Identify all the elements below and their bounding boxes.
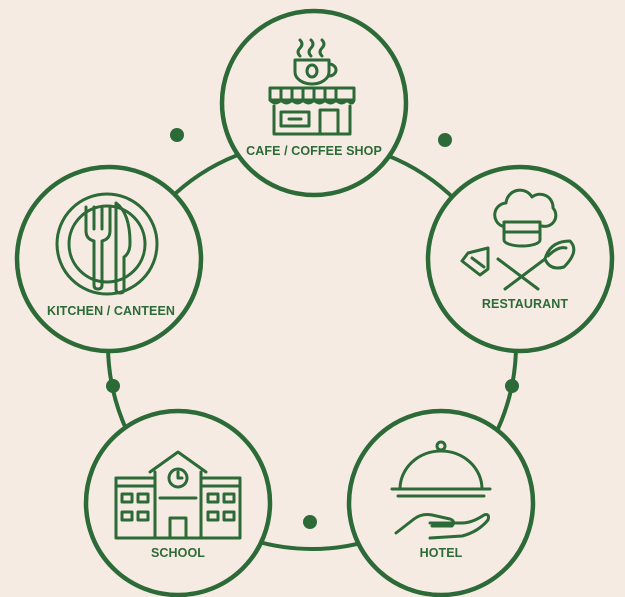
- coffee-shop-icon: [268, 38, 356, 136]
- node-label-restaurant: RESTAURANT: [482, 297, 568, 311]
- node-school: SCHOOL: [83, 408, 273, 597]
- node-restaurant: RESTAURANT: [425, 164, 615, 354]
- plate-fork-knife-icon: [55, 192, 159, 296]
- node-label-hotel: HOTEL: [420, 546, 463, 560]
- connector-dot: [505, 379, 519, 393]
- node-cafe-coffee-shop: CAFE / COFFEE SHOP: [219, 8, 409, 198]
- node-kitchen-canteen: KITCHEN / CANTEEN: [14, 164, 204, 354]
- connector-dot: [106, 379, 120, 393]
- connector-dot: [303, 515, 317, 529]
- connector-dot: [438, 133, 452, 147]
- school-building-icon: [114, 450, 242, 540]
- node-hotel: HOTEL: [346, 408, 536, 597]
- node-label-school: SCHOOL: [151, 546, 205, 560]
- node-label-cafe: CAFE / COFFEE SHOP: [246, 144, 382, 158]
- node-label-kitchen: KITCHEN / CANTEEN: [47, 304, 175, 318]
- connector-dot: [170, 128, 184, 142]
- chef-hat-utensils-icon: [460, 188, 576, 291]
- cloche-hand-icon: [390, 440, 492, 540]
